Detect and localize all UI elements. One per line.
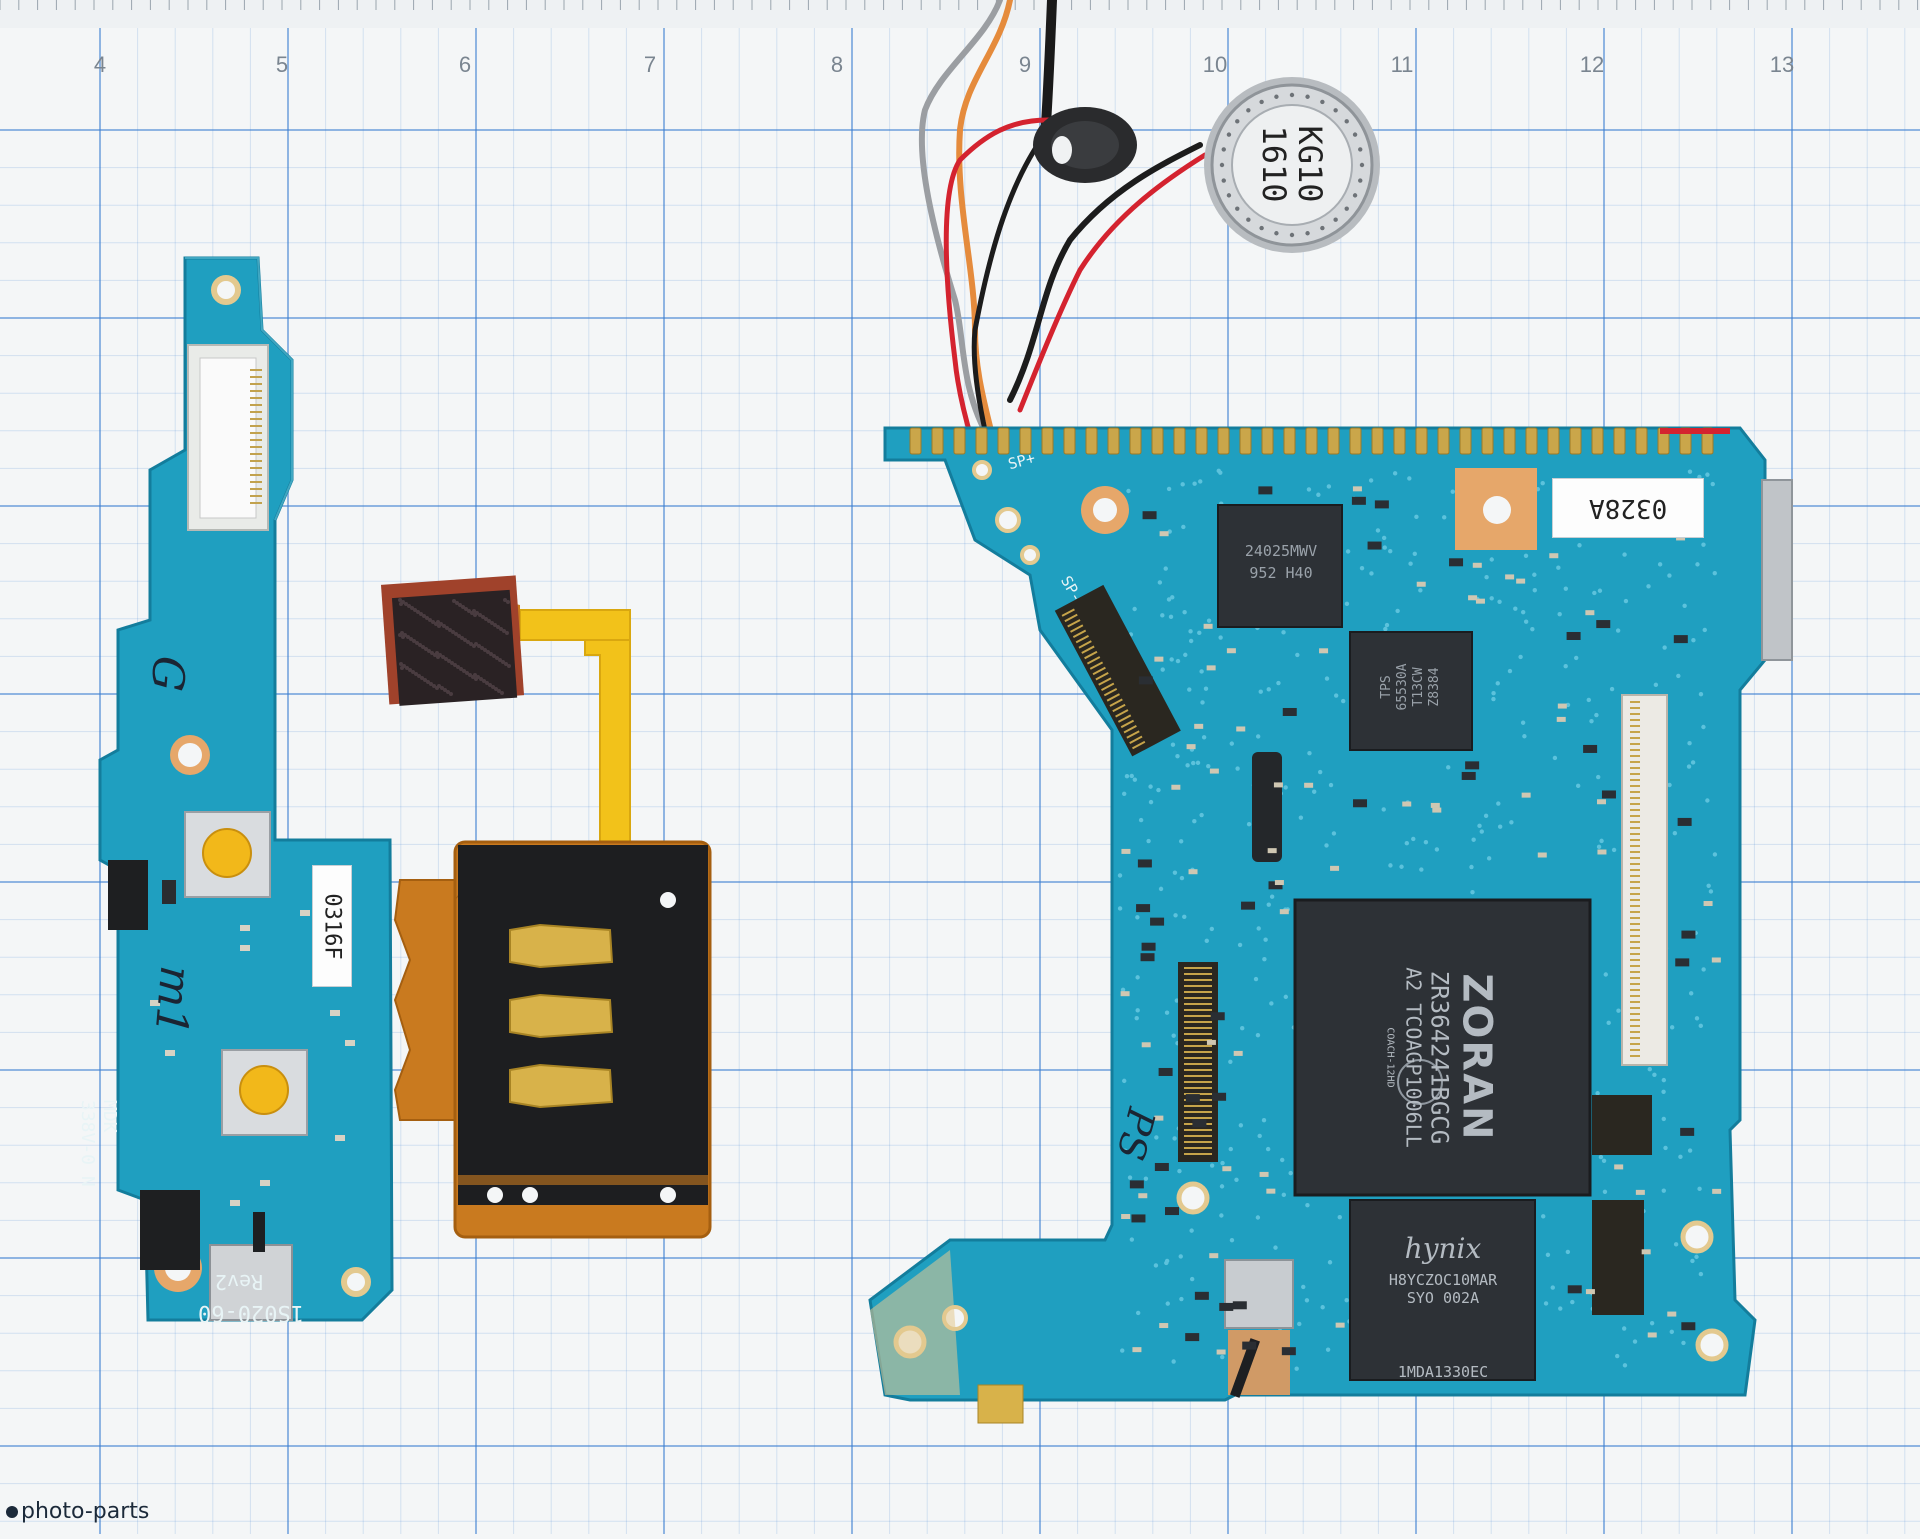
main-board-sticker-text: 0328A	[1588, 493, 1668, 523]
ruler-number: 6	[458, 52, 472, 77]
left-board-handwriting-mid: m1	[144, 963, 202, 1038]
chip-zoran-coach: COACH-12HD	[1384, 1027, 1396, 1088]
chip-hynix-brand: hynix	[1404, 1232, 1482, 1265]
speaker-marking-line: KG10	[1291, 125, 1329, 203]
left-board-sticker-text: 0316F	[319, 892, 345, 960]
chip-tps-line: TPS	[1379, 675, 1394, 699]
speaker-marking: KG10 1610	[1255, 116, 1329, 212]
chip-hynix-marking: hynix H8YCZOC10MAR SYO 002A 1MDA1330EC	[1352, 1232, 1534, 1381]
chip-zoran-brand: ZORAN	[1453, 973, 1500, 1142]
watermark: photo-parts	[6, 1499, 149, 1524]
left-board-sticker: 0316F	[312, 865, 352, 987]
main-board-sticker: 0328A	[1552, 478, 1704, 538]
ruler-number: 13	[1769, 52, 1795, 77]
battery-contact-assembly	[380, 575, 712, 1239]
left-board-part-silk: 1S020-60	[198, 1300, 304, 1325]
chip-tps-line: 65530A	[1395, 663, 1410, 711]
chip-tps-line: T13CW	[1411, 667, 1426, 707]
chip-tl-marking: 24025MWV 952 H40	[1222, 540, 1340, 584]
wire-grommet	[1033, 107, 1137, 183]
chip-hynix-bottom: 1MDA1330EC	[1397, 1363, 1489, 1381]
ruler-number: 9	[1018, 52, 1032, 77]
ruler-number: 8	[830, 52, 844, 77]
chip-hynix-line: SYO 002A	[1406, 1289, 1480, 1307]
speaker-marking-line: 1610	[1255, 125, 1293, 203]
ruler-number: 10	[1202, 52, 1228, 77]
left-board-rev-silk: Rev2	[215, 1270, 264, 1294]
main-connectors	[977, 479, 1793, 1424]
ruler-number: 7	[643, 52, 657, 77]
gold-contacts	[509, 923, 614, 1109]
chip-zoran-line: ZR364241BGCG	[1425, 970, 1454, 1145]
ruler-number: 4	[93, 52, 107, 77]
watermark-text: photo-parts	[21, 1499, 150, 1524]
speaker	[1204, 77, 1380, 253]
ruler-number: 11	[1390, 52, 1414, 77]
chip-hynix-line: H8YCZOC10MAR	[1388, 1271, 1498, 1289]
chip-tl-line: 24025MWV	[1244, 542, 1318, 560]
watermark-dot-icon	[6, 1505, 18, 1518]
left-pcb	[98, 256, 394, 1322]
chip-tl-line: 952 H40	[1249, 564, 1313, 582]
chip-zoran-marking: ZORAN ZR364241BGCG A2 TCOAGP1006LL COACH…	[1385, 878, 1500, 1238]
ruler-strip	[0, 0, 1920, 28]
left-board-model-silk: MDK 338V-0 N	[77, 1100, 120, 1187]
ruler-number: 5	[275, 52, 289, 77]
main-pcb	[868, 426, 1793, 1424]
left-board-handwriting-top: G	[140, 653, 195, 694]
chip-zoran-line: A2 TCOAGP1006LL	[1401, 967, 1426, 1148]
ruler-number: 12	[1579, 52, 1605, 77]
chip-tps-line: Z8384	[1427, 667, 1442, 707]
chip-tps-marking: TPS 65530A T13CW Z8384	[1379, 624, 1443, 750]
